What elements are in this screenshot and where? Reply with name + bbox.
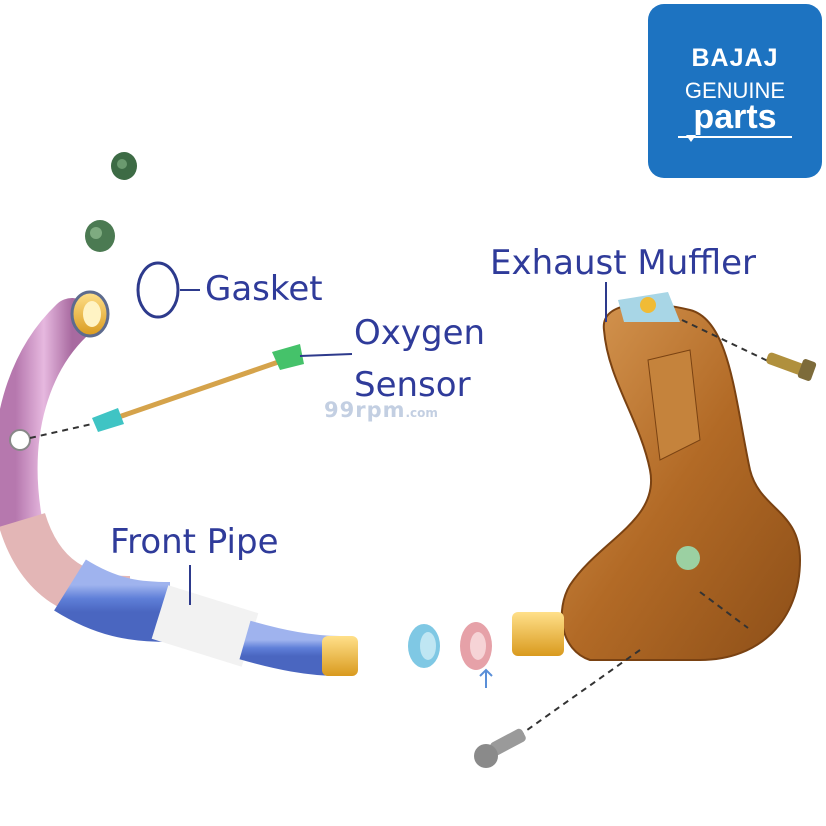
watermark-suffix: .com (405, 406, 438, 420)
muffler-lower-bolt (474, 649, 641, 768)
rubber-grommet-top (111, 152, 137, 180)
bajaj-genuine-parts-logo: BAJAJ GENUINE parts (648, 4, 822, 178)
gasket-ring (136, 261, 180, 319)
logo-parts: parts (693, 98, 777, 136)
front-pipe (0, 290, 358, 676)
logo-underline (678, 136, 792, 138)
muffler-mount-bolt (766, 352, 817, 381)
connector-rings (408, 622, 493, 688)
front-pipe-label: Front Pipe (110, 522, 279, 562)
gasket-label: Gasket (205, 269, 323, 309)
oxygen-sensor-label-line2: Sensor (354, 365, 471, 405)
exhaust-muffler (512, 282, 802, 661)
site-watermark: 99rpm.com (324, 398, 438, 422)
oxygen-sensor (29, 344, 353, 439)
logo-brand: BAJAJ (691, 44, 779, 72)
oxygen-sensor-label-line1: Oxygen (354, 313, 486, 353)
logo-genuine: GENUINE (684, 78, 786, 103)
exhaust-muffler-label: Exhaust Muffler (490, 243, 757, 283)
watermark-main: 99rpm (324, 398, 406, 422)
cart-arrow-mark-icon (686, 135, 696, 142)
rubber-grommet-lower (85, 220, 115, 252)
